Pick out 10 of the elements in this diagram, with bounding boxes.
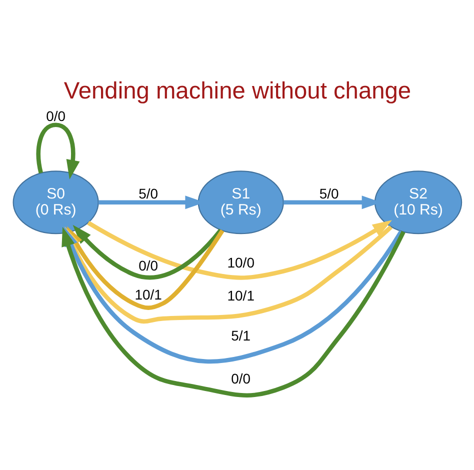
edge-label: 0/0 — [138, 257, 158, 274]
edge-label: 0/0 — [46, 108, 66, 124]
diagram-title: Vending machine without change — [63, 78, 411, 104]
edge-label: 5/0 — [318, 184, 338, 201]
edge-label: 5/1 — [230, 327, 250, 344]
edge-label: 5/0 — [138, 184, 158, 201]
edge-label: 10/0 — [226, 254, 254, 270]
edge-label: 10/1 — [134, 286, 162, 302]
edge-label: 0/0 — [230, 370, 250, 386]
edge-label: 10/1 — [226, 287, 254, 304]
